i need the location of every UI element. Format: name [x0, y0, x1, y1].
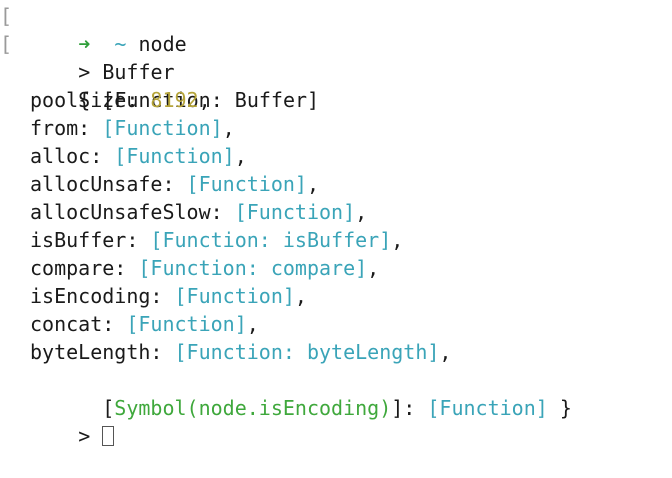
output-entry-line: allocUnsafeSlow: [Function], [0, 198, 672, 226]
entry-key: allocUnsafeSlow: [30, 200, 235, 224]
entry-key: byteLength: [30, 340, 175, 364]
entry-comma: , [439, 340, 452, 364]
entry-function-value: [Function] [114, 144, 235, 168]
entry-key: allocUnsafe: [30, 172, 187, 196]
entry-comma: , [391, 228, 404, 252]
entry-function-value: [Function] [126, 312, 247, 336]
repl-input-line: [ > Buffer [0, 30, 672, 84]
output-symbol-line: [Symbol(node.isEncoding)]: [Function] } [0, 366, 672, 420]
entry-key: alloc: [30, 144, 115, 168]
repl-input-text: Buffer [102, 60, 175, 84]
entry-comma: , [198, 88, 211, 112]
entry-comma: , [222, 116, 235, 140]
entry-function-value: [Function: compare] [138, 256, 368, 280]
output-entry-line: allocUnsafe: [Function], [0, 170, 672, 198]
entry-function-value: [Function] [186, 172, 307, 196]
output-entry-line: concat: [Function], [0, 310, 672, 338]
cwd-tilde: ~ [114, 32, 127, 56]
entry-function-value: [Function: byteLength] [174, 340, 440, 364]
entry-key: poolSize: [30, 88, 151, 112]
entry-function-value: [Function] [174, 284, 295, 308]
entry-comma: , [306, 172, 320, 196]
repl-prompt: > [78, 60, 91, 84]
output-entries: poolSize: 8192,from: [Function],alloc: [… [0, 86, 672, 366]
entry-comma: , [294, 284, 307, 308]
entry-comma: , [355, 200, 368, 224]
entry-function-value: [Function] [234, 200, 356, 224]
entry-key: isBuffer: [30, 228, 151, 252]
output-entry-line: alloc: [Function], [0, 142, 672, 170]
entry-key: isEncoding: [30, 284, 175, 308]
entry-number-value: 8192 [150, 88, 199, 112]
output-open-brace: { [Function: Buffer] [78, 88, 320, 112]
shell-command: node [138, 32, 187, 56]
repl-final-prompt: > [78, 424, 91, 448]
entry-key: from: [30, 116, 103, 140]
entry-key: compare: [30, 256, 139, 280]
repl-final-prompt-line[interactable]: > [0, 394, 672, 448]
shell-prompt-line: [ ➜ ~ node [0, 2, 672, 56]
entry-function-value: [Function: isBuffer] [150, 228, 392, 252]
entry-comma: , [234, 144, 247, 168]
entry-key: concat: [30, 312, 127, 336]
entry-comma: , [246, 312, 259, 336]
output-entry-line: compare: [Function: compare], [0, 254, 672, 282]
entry-function-value: [Function] [102, 116, 223, 140]
terminal-window[interactable]: [ ➜ ~ node [ > Buffer { [Function: Buffe… [0, 2, 672, 448]
output-entry-line: byteLength: [Function: byteLength], [0, 338, 672, 366]
output-entry-line: poolSize: 8192, [0, 86, 672, 114]
prompt-arrow-icon: ➜ [78, 32, 91, 56]
text-cursor[interactable] [102, 426, 115, 446]
output-entry-line: from: [Function], [0, 114, 672, 142]
output-entry-line: isEncoding: [Function], [0, 282, 672, 310]
output-entry-line: isBuffer: [Function: isBuffer], [0, 226, 672, 254]
output-open-line: { [Function: Buffer] [0, 58, 672, 112]
entry-comma: , [367, 256, 380, 280]
